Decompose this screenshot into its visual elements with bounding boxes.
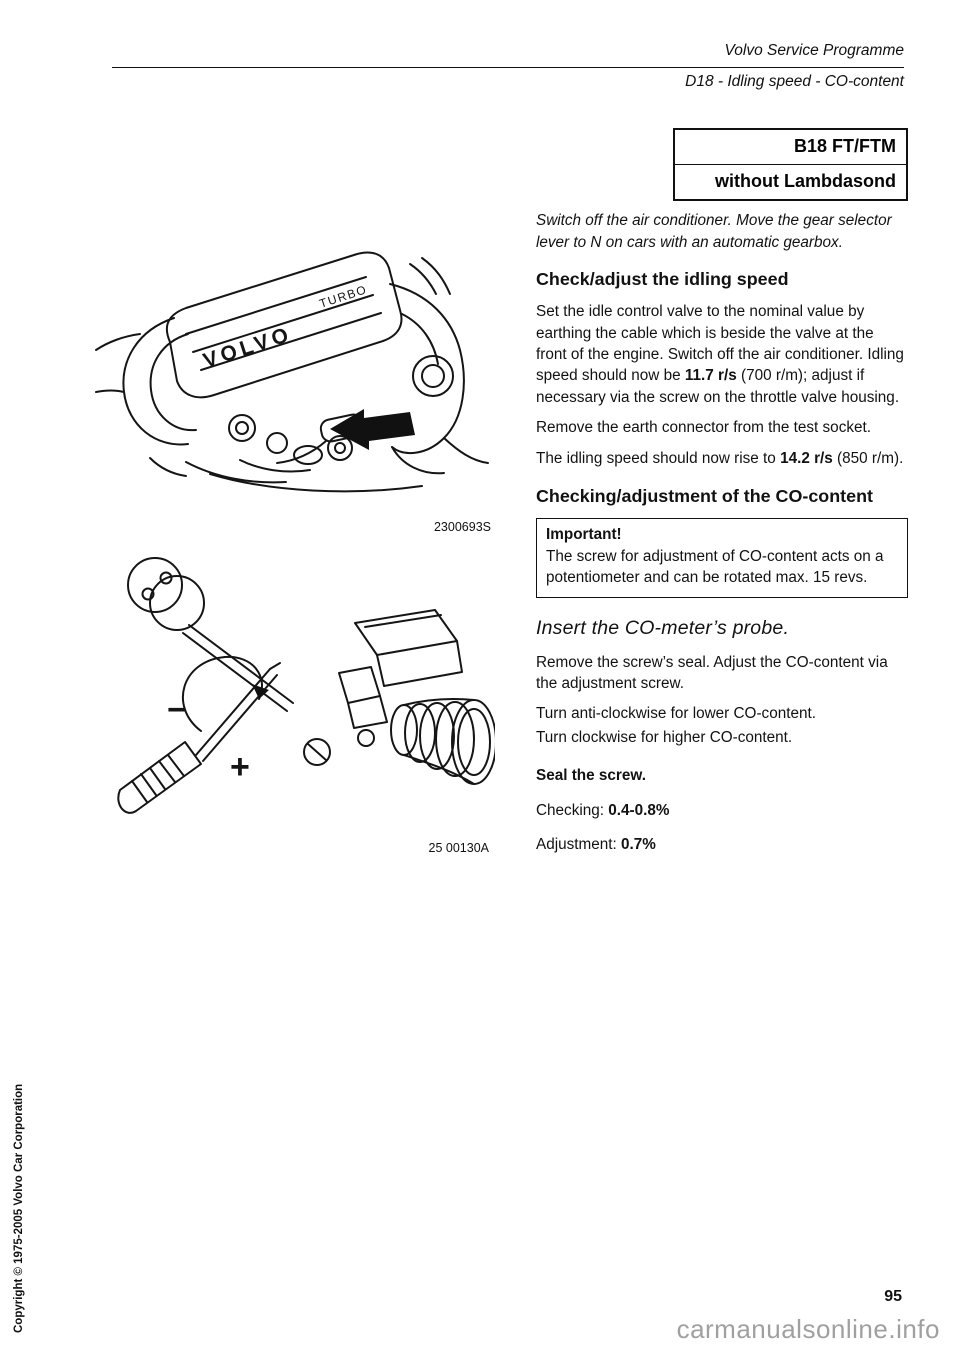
heading-idle-speed: Check/adjust the idling speed — [536, 269, 789, 290]
header-rule — [112, 67, 904, 68]
idle-speed-value-1: 11.7 r/s — [684, 367, 737, 385]
adjustment-spec: Adjustment: 0.7% — [536, 834, 908, 855]
copyright-vertical-text: Copyright © 1975-2005 Volvo Car Corporat… — [13, 1083, 25, 1333]
adjustment-label: Adjustment: — [536, 836, 622, 854]
idle-paragraph-1-post: (700 r/m); adjust if necessary via the s… — [536, 367, 900, 406]
checking-spec: Checking: 0.4-0.8% — [536, 800, 908, 821]
throttle-housing — [412, 355, 454, 397]
seal-screw-heading: Seal the screw. — [536, 767, 646, 785]
idle-paragraph-3: The idling speed should now rise to 14.2… — [536, 448, 908, 469]
page-number: 95 — [884, 1288, 902, 1305]
engine-badge-turbo: TURBO — [318, 282, 369, 311]
idle-paragraph-1-pre: Set the idle control valve to the nomina… — [536, 303, 904, 385]
idle-paragraph-2: Remove the earth connector from the test… — [536, 419, 871, 437]
checking-label: Checking: — [536, 801, 609, 819]
seal-washer — [127, 557, 183, 613]
minus-symbol: − — [167, 691, 187, 729]
text-column: B18 FT/FTM without Lambdasond Switch off… — [536, 128, 908, 856]
valve-cover — [165, 251, 403, 399]
adjustment-value: 0.7% — [621, 836, 656, 854]
idle-speed-value-2: 14.2 r/s — [780, 449, 833, 467]
duct-hose — [390, 704, 418, 756]
header-programme: Volvo Service Programme — [724, 42, 904, 59]
engine-illustration: VOLVO TURBO — [95, 251, 489, 493]
important-note-box: Important! The screw for adjustment of C… — [536, 518, 908, 599]
co-paragraph-1: Remove the screw’s seal. Adjust the CO-c… — [536, 653, 888, 693]
important-body: The screw for adjustment of CO-content a… — [546, 547, 884, 586]
engine-badge-volvo: VOLVO — [200, 322, 295, 372]
screwdriver-shaft — [195, 668, 271, 756]
co-adjustment-figure: − + 25 00130A — [103, 545, 497, 855]
screwdriver-handle — [117, 741, 202, 814]
intro-note: Switch off the air conditioner. Move the… — [536, 212, 892, 251]
idle-paragraph-3-post: (850 r/m). — [832, 449, 904, 467]
co-line-art — [117, 557, 497, 814]
air-box — [354, 609, 458, 656]
probe-instruction: Insert the CO-meter’s probe. — [536, 617, 790, 640]
header-section-title: D18 - Idling speed - CO-content — [685, 73, 904, 90]
watermark-text: carmanualsonline.info — [676, 1314, 940, 1344]
checking-value: 0.4-0.8% — [608, 801, 670, 819]
engine-figure-label: 2300693S — [433, 520, 491, 534]
rotation-arrow-head — [252, 684, 269, 699]
plus-symbol: + — [230, 748, 250, 786]
idle-paragraph-3-pre: The idling speed should now rise to — [536, 449, 781, 467]
idle-paragraph-1: Set the idle control valve to the nomina… — [536, 301, 908, 408]
rotation-arrow — [182, 655, 263, 732]
important-title: Important! — [546, 526, 622, 544]
co-figure-label: 25 00130A — [428, 841, 489, 855]
engine-variant-line1: B18 FT/FTM — [794, 136, 896, 156]
adjustment-screw — [303, 738, 331, 766]
co-adjustment-illustration: − + — [117, 557, 497, 814]
co-paragraph-2: Turn anti-clockwise for lower CO-content… — [536, 705, 816, 723]
engine-variant-box: B18 FT/FTM without Lambdasond — [673, 128, 908, 202]
heading-co-content: Checking/adjustment of the CO-content — [536, 486, 873, 507]
engine-figure: VOLVO TURBO 2300693S — [90, 222, 497, 534]
pointer-arrow-icon — [330, 409, 415, 450]
engine-variant-line2: without Lambdasond — [675, 164, 906, 199]
co-paragraph-3: Turn clockwise for higher CO-content. — [536, 728, 793, 746]
page-header: Volvo Service Programme D18 - Idling spe… — [112, 42, 904, 91]
engine-line-art — [95, 251, 489, 493]
